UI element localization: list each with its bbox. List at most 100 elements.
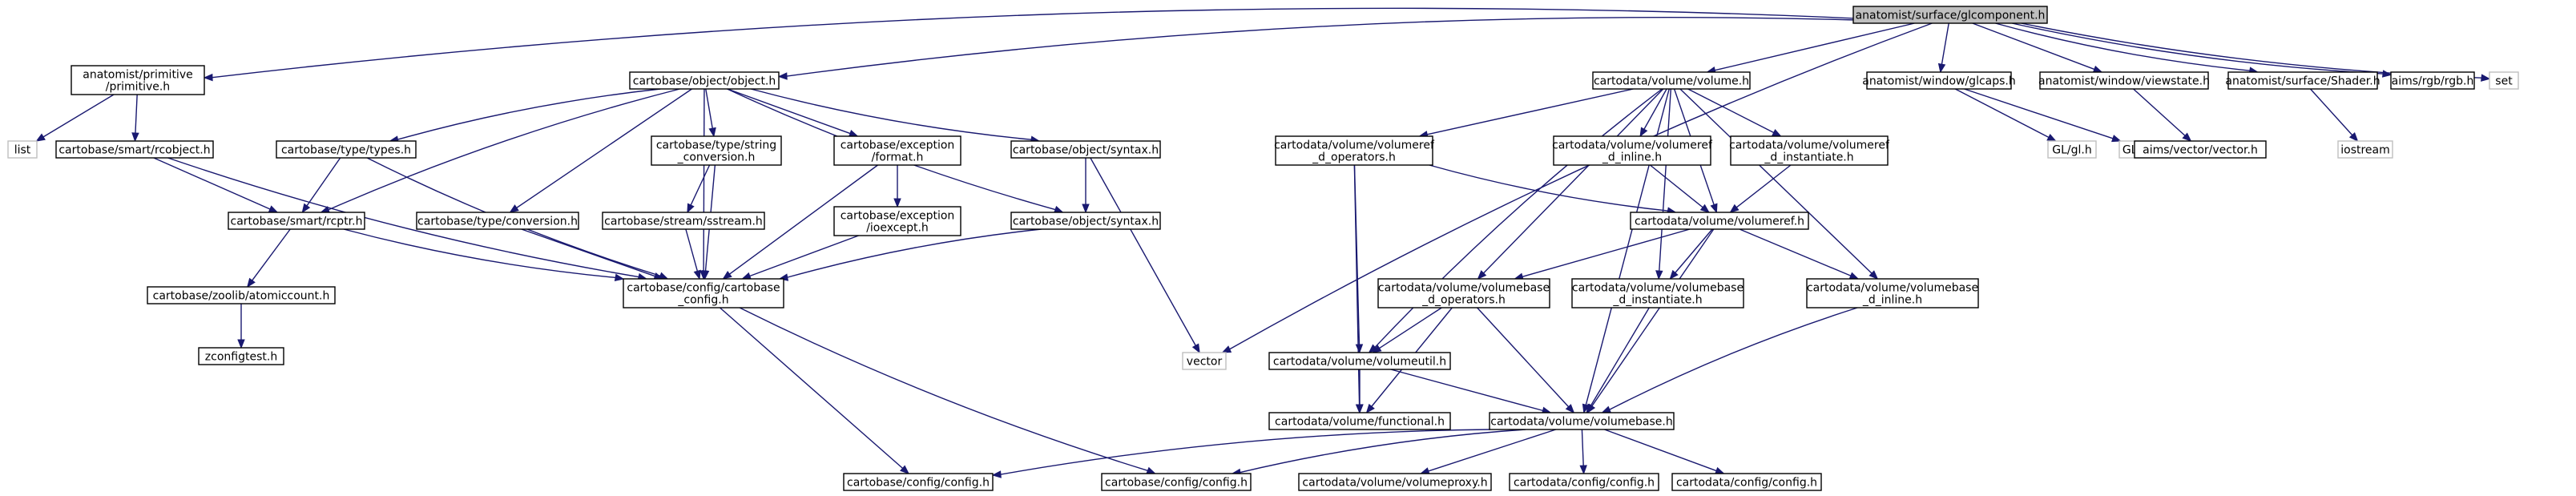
node-ioexc[interactable]: cartobase/exception/ioexcept.h <box>833 206 961 236</box>
node-vbinl[interactable]: cartodata/volume/volumebase_d_inline.h <box>1806 278 1979 308</box>
edge-line <box>1687 88 1775 134</box>
node-label: _d_operators.h <box>1421 294 1506 307</box>
edge-arrowhead <box>708 127 716 138</box>
edge-atomic-to-zconf <box>237 303 245 349</box>
node-aimsvec[interactable]: aims/vector/vector.h <box>2134 140 2267 159</box>
node-label: aims/vector/vector.h <box>2143 144 2258 157</box>
edge-arrowhead <box>1355 344 1364 354</box>
node-label: cartodata/volume/functional.h <box>1275 416 1445 429</box>
edge-line <box>252 228 291 281</box>
node-func[interactable]: cartodata/volume/functional.h <box>1268 412 1451 430</box>
node-vbase[interactable]: cartodata/volume/volumebase.h <box>1489 412 1675 430</box>
edge-cbconf-to-conf1 <box>720 307 910 474</box>
node-conv[interactable]: cartobase/type/conversion.h <box>416 212 579 230</box>
node-box <box>228 212 365 230</box>
edge-vref-to-vbop <box>1514 228 1691 280</box>
node-label: cartodata/volume/volumeproxy.h <box>1302 477 1487 490</box>
node-box <box>7 140 38 159</box>
edge-line <box>153 157 271 210</box>
node-vbinst[interactable]: cartodata/volume/volumebase_d_instantiat… <box>1571 278 1744 308</box>
edge-line <box>1715 22 1915 71</box>
edge-line <box>2011 22 2384 75</box>
node-box <box>2390 71 2475 90</box>
node-vstate[interactable]: anatomist/window/viewstate.h <box>2038 71 2210 90</box>
node-vproxy[interactable]: cartodata/volume/volumeproxy.h <box>1298 473 1492 491</box>
edge-line <box>1964 88 2114 139</box>
node-rcobj[interactable]: cartobase/smart/rcobject.h <box>55 140 214 159</box>
edge-line <box>749 235 859 277</box>
edge-glc-to-vstate <box>1972 22 2103 73</box>
edge-arrowhead <box>1848 272 1860 280</box>
edge-strconv-to-sstream <box>687 164 711 214</box>
node-box <box>416 212 579 230</box>
node-glcaps[interactable]: anatomist/window/glcaps.h <box>1862 71 2016 90</box>
node-format[interactable]: cartobase/exception/format.h <box>833 135 961 166</box>
edge-vrefinl-to-vref <box>1649 164 1710 213</box>
edge-arrowhead <box>1372 345 1382 353</box>
edge-arrowhead <box>991 470 1002 478</box>
edge-volume-to-vbinst <box>1655 88 1672 280</box>
node-shader[interactable]: anatomist/surface/Shader.h <box>2225 71 2380 90</box>
node-syn2[interactable]: cartobase/object/syntax.h <box>1010 212 1161 230</box>
node-volume[interactable]: cartodata/volume/volume.h <box>1592 71 1751 90</box>
node-vref[interactable]: cartodata/volume/volumeref.h <box>1630 212 1809 230</box>
node-label: cartodata/config/config.h <box>1676 477 1817 490</box>
node-box <box>623 278 784 308</box>
edge-glc-to-glcaps <box>1937 22 1949 74</box>
node-box <box>602 212 765 230</box>
node-rgb[interactable]: aims/rgb/rgb.h <box>2390 71 2475 90</box>
node-vutil[interactable]: cartodata/volume/volumeutil.h <box>1268 352 1451 370</box>
node-syn1[interactable]: cartobase/object/syntax.h <box>1010 140 1161 159</box>
edge-prim-to-list <box>35 94 115 142</box>
node-label: anatomist/surface/glcomponent.h <box>1856 10 2046 22</box>
edge-arrowhead <box>1221 345 1232 353</box>
edge-line <box>786 16 1854 77</box>
node-cdconf1[interactable]: cartodata/config/config.h <box>1509 473 1659 491</box>
edge-line <box>167 157 639 278</box>
node-conf2[interactable]: cartobase/config/config.h <box>1101 473 1252 491</box>
edge-line <box>1477 307 1570 408</box>
node-cdconf2[interactable]: cartodata/config/config.h <box>1671 473 1822 491</box>
node-sstream[interactable]: cartobase/stream/sstream.h <box>602 212 765 230</box>
node-zconf[interactable]: zconfigtest.h <box>198 347 284 365</box>
node-vrefop[interactable]: cartodata/volume/volumeref_d_operators.h <box>1274 135 1435 166</box>
edge-arrowhead <box>1356 404 1364 414</box>
node-strconv[interactable]: cartobase/type/string_conversion.h <box>651 135 782 166</box>
edge-line <box>1675 228 1713 273</box>
node-types[interactable]: cartobase/type/types.h <box>276 140 417 159</box>
node-conf1[interactable]: cartobase/config/config.h <box>843 473 994 491</box>
edge-object-to-conv <box>509 88 692 213</box>
edge-arrowhead <box>1477 270 1487 280</box>
edge-line <box>1374 88 1663 348</box>
edge-arrowhead <box>1715 466 1725 474</box>
node-label: cartobase/type/types.h <box>281 144 411 157</box>
node-label: set <box>2495 75 2513 88</box>
edge-arrowhead <box>741 272 752 280</box>
node-atomic[interactable]: cartobase/zoolib/atomiccount.h <box>147 286 336 304</box>
node-object[interactable]: cartobase/object/object.h <box>629 71 780 90</box>
edge-line <box>1659 88 1672 272</box>
node-label: _d_inline.h <box>1862 294 1922 307</box>
edge-line <box>1739 228 1852 276</box>
node-box <box>1489 412 1675 430</box>
node-box <box>1275 135 1433 166</box>
edge-line <box>1735 164 1792 208</box>
edge-arrowhead <box>203 73 213 82</box>
node-label: cartobase/type/conversion.h <box>417 216 578 228</box>
node-box <box>833 206 961 236</box>
node-box <box>1866 71 2012 90</box>
edge-line <box>1972 22 2095 71</box>
edge-sstream-to-cbconf <box>685 228 701 280</box>
node-cbconf[interactable]: cartobase/config/cartobase_config.h <box>623 278 784 308</box>
edge-arrowhead <box>2092 65 2103 73</box>
edge-arrowhead <box>1655 270 1663 280</box>
nodes-layer: anatomist/surface/glcomponent.h anatomist… <box>7 6 2519 491</box>
node-vrefinl[interactable]: cartodata/volume/volumeref_d_inline.h <box>1552 135 1713 166</box>
node-vrefinst[interactable]: cartodata/volume/volumeref_d_instantiate… <box>1729 135 1890 166</box>
edge-arrowhead <box>1937 63 1946 74</box>
edge-line <box>1000 429 1490 475</box>
edge-vbinst-to-vbase <box>1586 307 1650 414</box>
node-rcptr[interactable]: cartobase/smart/rcptr.h <box>228 212 365 230</box>
node-vbop[interactable]: cartodata/volume/volumebase_d_operators.… <box>1377 278 1550 308</box>
node-prim[interactable]: anatomist/primitive/primitive.h <box>71 65 205 95</box>
